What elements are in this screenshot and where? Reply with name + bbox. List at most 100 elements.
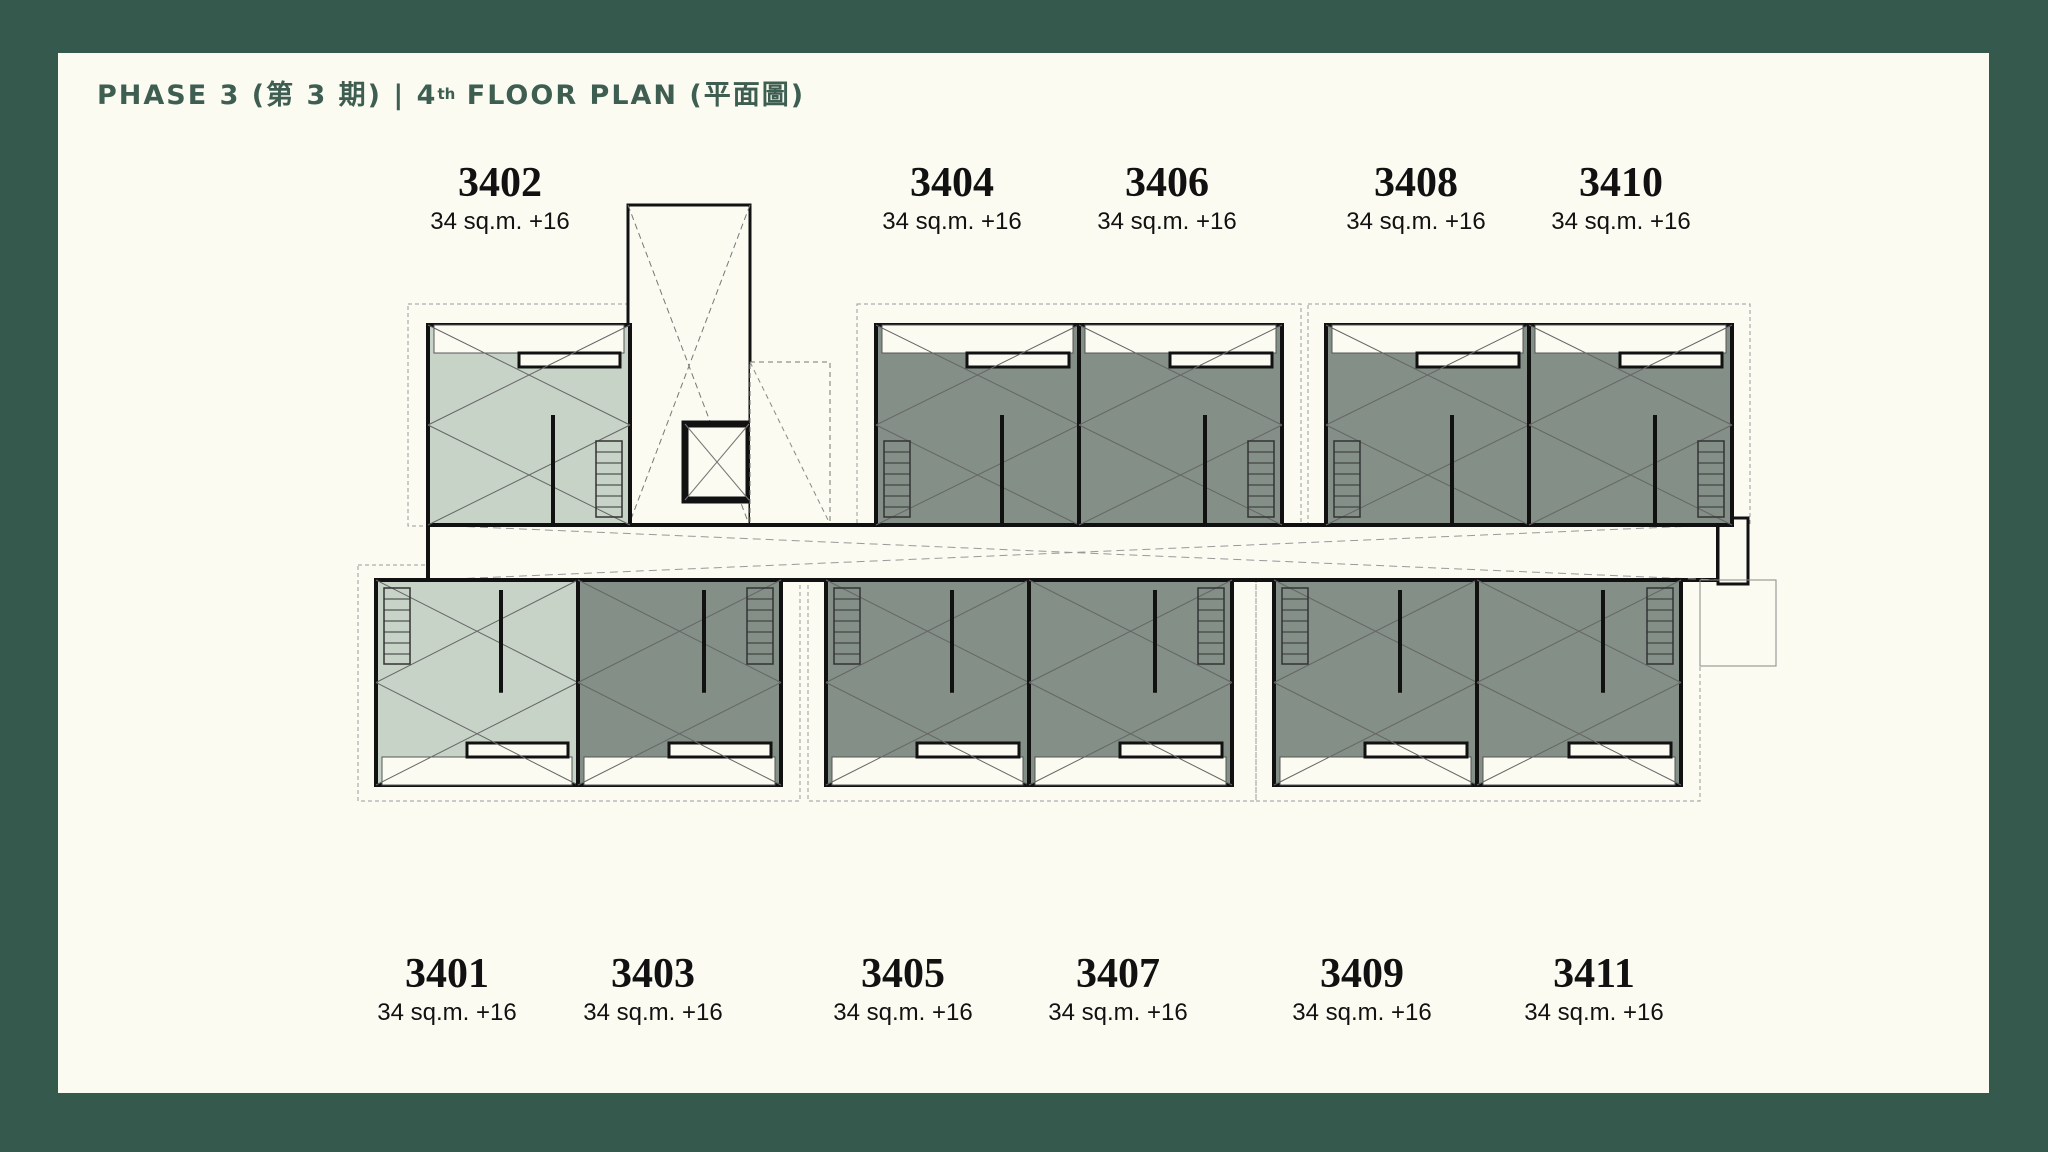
lift-lobby-diagonal [749, 361, 831, 525]
unit-balcony [831, 756, 1024, 786]
unit-entry-niche [1567, 741, 1673, 759]
unit-balcony [1279, 756, 1472, 786]
external-stair-outline [1699, 579, 1777, 667]
unit-balcony [433, 324, 625, 354]
unit-hatch-line [427, 324, 631, 426]
unit-number: 3408 [1374, 160, 1458, 206]
unit-loft-stair [1197, 587, 1225, 665]
unit-loft-stair [1281, 587, 1309, 665]
unit-number: 3410 [1579, 160, 1663, 206]
unit-entry-niche [1168, 351, 1274, 369]
unit-area: 34 sq.m. +16 [1097, 208, 1237, 235]
unit-entry-niche [1415, 351, 1521, 369]
unit-area: 34 sq.m. +16 [1048, 999, 1188, 1026]
unit-3411 [1475, 578, 1683, 787]
unit-entry-niche [915, 741, 1021, 759]
unit-loft-stair [1697, 440, 1725, 518]
terrace-outline-south-east [1255, 564, 1701, 802]
unit-balcony [583, 756, 776, 786]
lift-shaft-diagonal [684, 423, 750, 501]
unit-3410 [1527, 323, 1734, 527]
unit-loft-stair [1333, 440, 1361, 518]
unit-hatch-line [1528, 324, 1733, 426]
unit-hatch-line [1273, 682, 1478, 786]
terrace-outline-north-mid [856, 303, 1302, 527]
unit-number: 3409 [1320, 951, 1404, 997]
unit-area: 34 sq.m. +16 [377, 999, 517, 1026]
unit-3409 [1272, 578, 1479, 787]
unit-number: 3407 [1076, 951, 1160, 997]
unit-number: 3401 [405, 951, 489, 997]
corridor-end-stair [1716, 516, 1750, 586]
unit-loft-stair [1247, 440, 1275, 518]
unit-balcony [1034, 756, 1227, 786]
unit-area: 34 sq.m. +16 [1551, 208, 1691, 235]
unit-3408 [1324, 323, 1531, 527]
unit-number: 3406 [1125, 160, 1209, 206]
unit-hatch-line [825, 579, 1030, 683]
unit-area: 34 sq.m. +16 [882, 208, 1022, 235]
unit-loft-stair [833, 587, 861, 665]
unit-hatch-line [1476, 682, 1682, 786]
unit-loft-stair [883, 440, 911, 518]
unit-hatch-line [875, 324, 1080, 426]
unit-hatch-line [1325, 324, 1530, 426]
unit-entry-niche [965, 351, 1071, 369]
unit-3403 [576, 578, 783, 787]
unit-number: 3404 [910, 160, 994, 206]
corridor-diagonal [427, 524, 1719, 581]
unit-entry-niche [465, 741, 570, 759]
unit-3402 [426, 323, 632, 527]
unit-hatch-line [825, 682, 1030, 786]
unit-entry-niche [667, 741, 773, 759]
unit-loft-stair [746, 587, 774, 665]
unit-loft-stair [1646, 587, 1674, 665]
unit-3405 [824, 578, 1031, 787]
unit-shapes [374, 323, 1734, 787]
unit-hatch-line [375, 682, 579, 786]
corridor-diagonal [427, 524, 1719, 581]
unit-hatch-line [1078, 324, 1283, 426]
unit-entry-niche [517, 351, 622, 369]
unit-entry-niche [1363, 741, 1469, 759]
unit-entry-niche [1618, 351, 1724, 369]
unit-3406 [1077, 323, 1284, 527]
unit-balcony [381, 756, 573, 786]
unit-3404 [874, 323, 1081, 527]
unit-3407 [1027, 578, 1234, 787]
unit-hatch-line [375, 579, 579, 683]
unit-area: 34 sq.m. +16 [1292, 999, 1432, 1026]
unit-hatch-line [1028, 682, 1233, 786]
stair-core-diagonal [627, 204, 751, 528]
unit-entry-niche [1118, 741, 1224, 759]
unit-number: 3402 [458, 160, 542, 206]
unit-balcony [881, 324, 1074, 354]
title-superscript: th [437, 85, 456, 103]
unit-number: 3405 [861, 951, 945, 997]
unit-area: 34 sq.m. +16 [1346, 208, 1486, 235]
unit-area: 34 sq.m. +16 [1524, 999, 1664, 1026]
title-prefix: PHASE 3 (第 3 期) | 4 [97, 80, 438, 111]
unit-loft-stair [595, 440, 623, 518]
unit-balcony [1534, 324, 1727, 354]
unit-hatch-line [1273, 579, 1478, 683]
unit-balcony [1331, 324, 1524, 354]
plan-structure [357, 203, 1777, 802]
unit-area: 34 sq.m. +16 [430, 208, 570, 235]
unit-balcony [1084, 324, 1277, 354]
unit-area: 34 sq.m. +16 [833, 999, 973, 1026]
title-suffix: FLOOR PLAN (平面圖) [455, 80, 806, 111]
unit-number: 3411 [1553, 951, 1635, 997]
